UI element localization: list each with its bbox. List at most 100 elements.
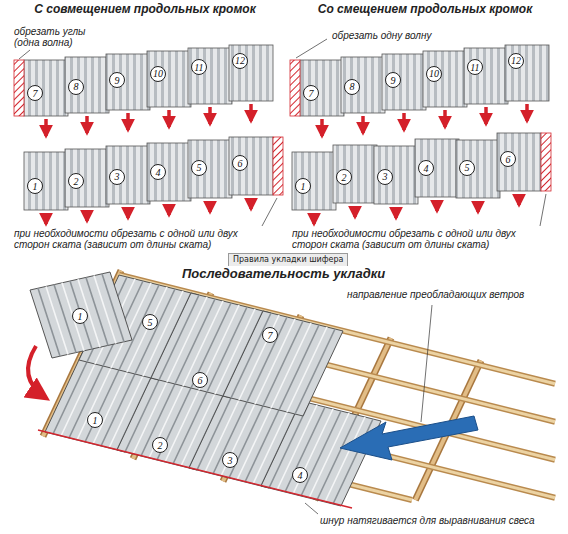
callout-number: 9 [115,75,120,86]
sheet-corrugation [301,411,341,496]
cut-strip [273,137,283,195]
roof-sheet [456,140,500,198]
callout-number: 1 [78,311,83,322]
callout-circle: 3 [222,452,238,468]
callout-circle: 5 [142,314,158,330]
callout-number: 2 [342,172,347,183]
wind-arrow [340,416,478,460]
direction-arrow [85,210,89,221]
direction-arrow [208,201,212,212]
callout-circle: 8 [68,79,84,95]
note-label: обрезать одну волну [330,30,434,41]
placement-arrow [28,346,46,398]
roof-sheet [147,143,191,201]
callout-circle: 1 [72,308,88,324]
sheet-corrugation [191,303,231,388]
roof-sheet [415,139,459,197]
callout-number: 1 [301,181,306,192]
cut-strip [14,60,24,116]
callout-number: 7 [268,330,273,341]
sheet-corrugation [239,315,279,400]
note-label: при необходимости обрезать с одной или д… [14,228,254,250]
sheet-corrugation [325,417,365,502]
direction-arrow [435,200,439,211]
direction-arrow [484,107,488,124]
roof-sheet [65,57,109,113]
roof-sheet [333,145,377,203]
sheet-corrugation [78,279,100,347]
roof-sheet [292,152,336,210]
caption-button: Правила укладки шифера [228,253,348,267]
direction-arrow [353,206,357,217]
callout-circle: 6 [500,151,516,167]
sheet-corrugation [70,281,92,349]
direction-arrow [208,107,212,124]
note-label: шнур натягивается для выравнивания свеса [318,515,537,526]
leader-line [540,194,546,226]
direction-arrow [402,113,406,130]
button-text: Правила укладки шифера [233,255,343,264]
roof-sheet [341,57,385,113]
direction-arrow [167,204,171,215]
callout-number: 12 [235,55,245,66]
callout-number: 7 [33,88,38,99]
callout-number: 5 [465,162,470,173]
callout-number: 10 [153,68,163,79]
callout-circle: 12 [508,53,524,69]
callout-circle: 4 [292,467,308,483]
sheet-corrugation [295,329,335,414]
callout-circle: 7 [262,327,278,343]
sheet-corrugation [309,413,349,498]
roof-sheet [374,146,418,204]
roof-sheet [423,51,467,107]
direction-arrow [85,116,89,133]
roof-sheet [106,54,150,110]
direction-arrow [44,213,48,224]
callout-number: 1 [33,181,38,192]
sheet-corrugation [46,286,68,354]
sheet-corrugation [102,274,124,342]
callout-circle: 8 [344,79,360,95]
roof-sheet [497,133,541,191]
direction-arrow [126,207,130,218]
cut-strip [290,60,300,116]
sheet-corrugation [167,297,207,382]
roof-sheet [229,45,273,101]
direction-arrow [320,119,324,136]
callout-number: 4 [156,167,161,178]
direction-arrow [394,207,398,218]
sheet-corrugation [293,409,333,494]
callout-circle: 5 [459,160,475,176]
callout-circle: 2 [152,437,168,453]
leader-line [305,503,318,514]
callout-number: 5 [148,317,153,328]
roof-sheet [464,48,508,104]
sheet-corrugation [94,276,116,344]
callout-number: 11 [470,62,479,73]
sheet-corrugation [159,295,199,380]
roof-sheet [229,137,273,195]
callout-number: 8 [74,81,79,92]
callout-number: 8 [350,81,355,92]
roof-sheet [65,149,109,207]
leader-line [262,198,277,226]
note-label: обрезать углы (одна волна) [14,26,94,48]
callout-circle: 7 [27,85,43,101]
sheet-corrugation [231,313,271,398]
leader-line [296,39,327,58]
roof-sheet [300,60,344,116]
sheet-corrugation [255,319,295,404]
roof-sheet [188,140,232,198]
sheet-corrugation [279,325,319,410]
callout-circle: 10 [150,66,166,82]
callout-number: 2 [74,176,79,187]
callout-number: 5 [197,162,202,173]
direction-arrow [167,110,171,127]
direction-arrow [361,116,365,133]
callout-circle: 2 [68,173,84,189]
roof-sheet [223,311,343,416]
leader-line [421,305,432,422]
callout-number: 12 [511,55,521,66]
callout-number: 6 [198,375,203,386]
cut-strip [541,133,551,191]
